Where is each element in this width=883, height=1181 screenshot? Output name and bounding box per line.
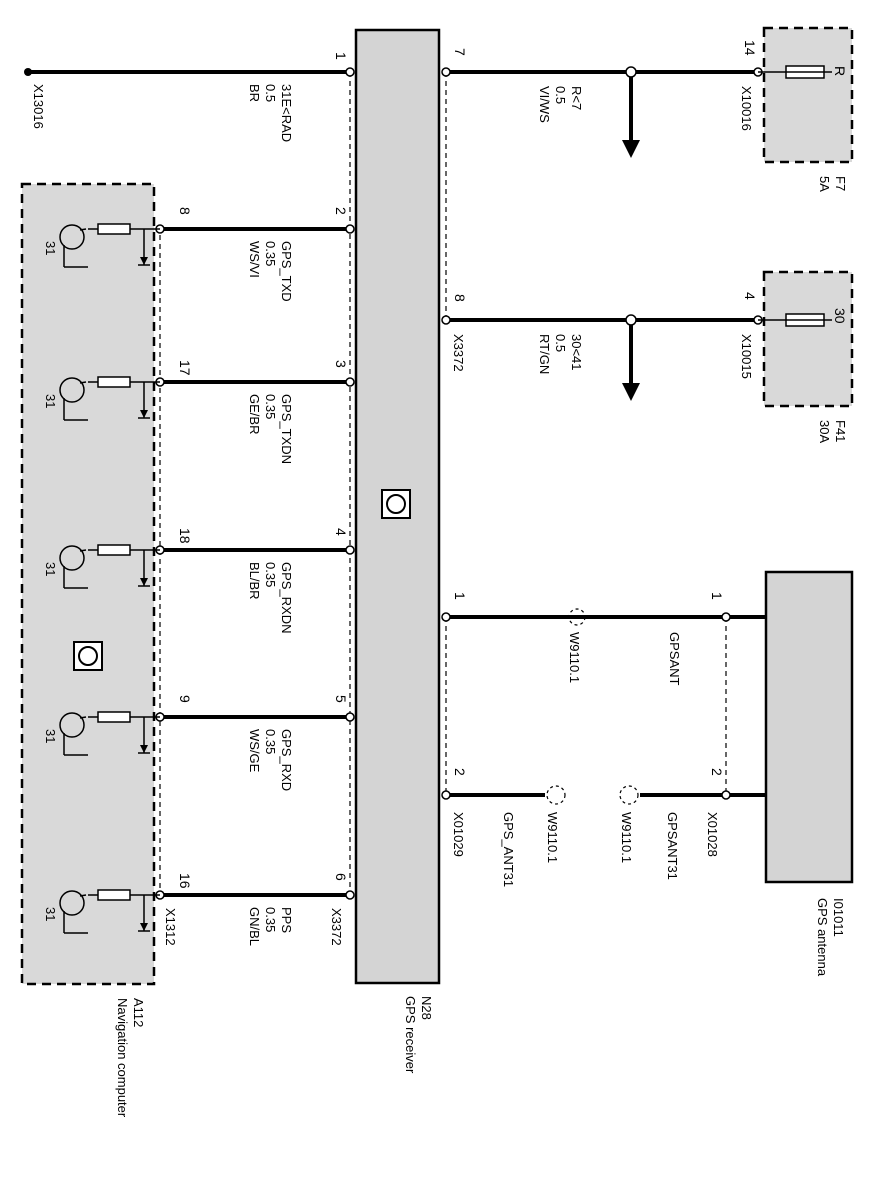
transistor-icon: 31 <box>43 376 160 421</box>
wire-color: BR <box>247 84 262 102</box>
wire-size: 0.35 <box>263 562 278 587</box>
fuse-f7-box <box>762 26 854 164</box>
pin-label: 16 <box>177 873 193 889</box>
wire-size: 0.5 <box>553 334 568 352</box>
wire-color: WS/VI <box>247 241 262 278</box>
pin-label: 2 <box>709 768 725 776</box>
pin-label: 18 <box>177 528 193 544</box>
connector-label: X3372 <box>329 908 344 946</box>
wire-signal: GPSANT <box>667 632 682 686</box>
wire-signal: 31E<RAD <box>279 84 294 142</box>
transistor-icon: 31 <box>43 711 160 756</box>
transistor-icon: 31 <box>43 889 160 934</box>
fuse-rating: 30A <box>817 420 832 443</box>
wire-color: VI/WS <box>537 86 552 123</box>
wire-size: 0.35 <box>263 394 278 419</box>
ground-number: 31 <box>43 907 58 921</box>
pin-label: 5 <box>333 695 349 703</box>
fuse-rating: 5A <box>817 176 832 192</box>
pin-label: 3 <box>333 360 349 368</box>
shield-label: W9110.1 <box>567 632 582 683</box>
connector-label: X01029 <box>451 812 466 857</box>
transistor-icon: 31 <box>43 544 160 589</box>
component-id: I01011 <box>831 898 846 937</box>
wire-signal: GPS_TXDN <box>279 394 294 464</box>
ecu-symbol-icon <box>381 489 411 519</box>
wire-signal: GPS_ANT31 <box>501 812 516 887</box>
connector-label: X10016 <box>739 86 754 131</box>
wire-color: WS/GE <box>247 729 262 773</box>
pin-label: 17 <box>177 360 193 376</box>
connector-label: X10015 <box>739 334 754 379</box>
wire-color: GN/BL <box>247 907 262 946</box>
fuse-terminal: R <box>832 66 848 76</box>
pin-label: 1 <box>333 52 349 60</box>
wire-size: 0.35 <box>263 241 278 266</box>
shield-label: W9110.1 <box>619 812 634 863</box>
connector-label: X01028 <box>705 812 720 857</box>
pin-label: 7 <box>452 48 468 56</box>
nav-ecu-symbol-icon <box>73 641 103 671</box>
wire-signal: GPS_RXDN <box>279 562 294 634</box>
pin-label: 2 <box>452 768 468 776</box>
wire-signal: GPSANT31 <box>665 812 680 880</box>
component-name: GPS antenna <box>815 898 830 977</box>
wire-size: 0.35 <box>263 907 278 932</box>
wire-size: 0.5 <box>263 84 278 102</box>
pin-label: 4 <box>333 528 349 536</box>
pin-label: 6 <box>333 873 349 881</box>
connector-label: X1312 <box>163 908 178 946</box>
ground-number: 31 <box>43 562 58 576</box>
shield-label: W9110.1 <box>545 812 560 863</box>
wire-signal: R<7 <box>569 86 584 110</box>
ground-number: 31 <box>43 394 58 408</box>
fuse-f41-icon <box>785 313 825 327</box>
connector-label: X3372 <box>451 334 466 372</box>
fuse-f41-box <box>762 270 854 408</box>
wire-signal: 30<41 <box>569 334 584 371</box>
pin-label: 8 <box>452 294 468 302</box>
pin-label: 8 <box>177 207 193 215</box>
wire-color: RT/GN <box>537 334 552 374</box>
wire-signal: GPS_RXD <box>279 729 294 791</box>
fuse-id: F41 <box>833 420 848 442</box>
component-name: Navigation computer <box>115 998 130 1118</box>
nav-computer-box <box>20 182 156 986</box>
component-name: GPS receiver <box>403 996 418 1074</box>
wire-size: 0.5 <box>553 86 568 104</box>
fuse-terminal: 30 <box>832 308 848 324</box>
pin-label: 2 <box>333 207 349 215</box>
ground-label: X13016 <box>31 84 46 129</box>
ground-number: 31 <box>43 729 58 743</box>
wire-color: GE/BR <box>247 394 262 434</box>
wire-signal: GPS_TXD <box>279 241 294 302</box>
fuse-id: F7 <box>833 176 848 191</box>
pin-label: 4 <box>742 292 758 300</box>
gps-antenna-box <box>764 570 854 884</box>
ground-number: 31 <box>43 241 58 255</box>
transistor-icon: 31 <box>43 223 160 268</box>
wire-size: 0.35 <box>263 729 278 754</box>
fuse-f7-icon <box>785 65 825 79</box>
wire-color: BL/BR <box>247 562 262 600</box>
component-id: A112 <box>131 998 146 1027</box>
component-id: N28 <box>419 996 434 1020</box>
pin-label: 14 <box>742 40 758 56</box>
wire-signal: PPS <box>279 907 294 933</box>
pin-label: 9 <box>177 695 193 703</box>
pin-label: 1 <box>452 592 468 600</box>
pin-label: 1 <box>709 592 725 600</box>
